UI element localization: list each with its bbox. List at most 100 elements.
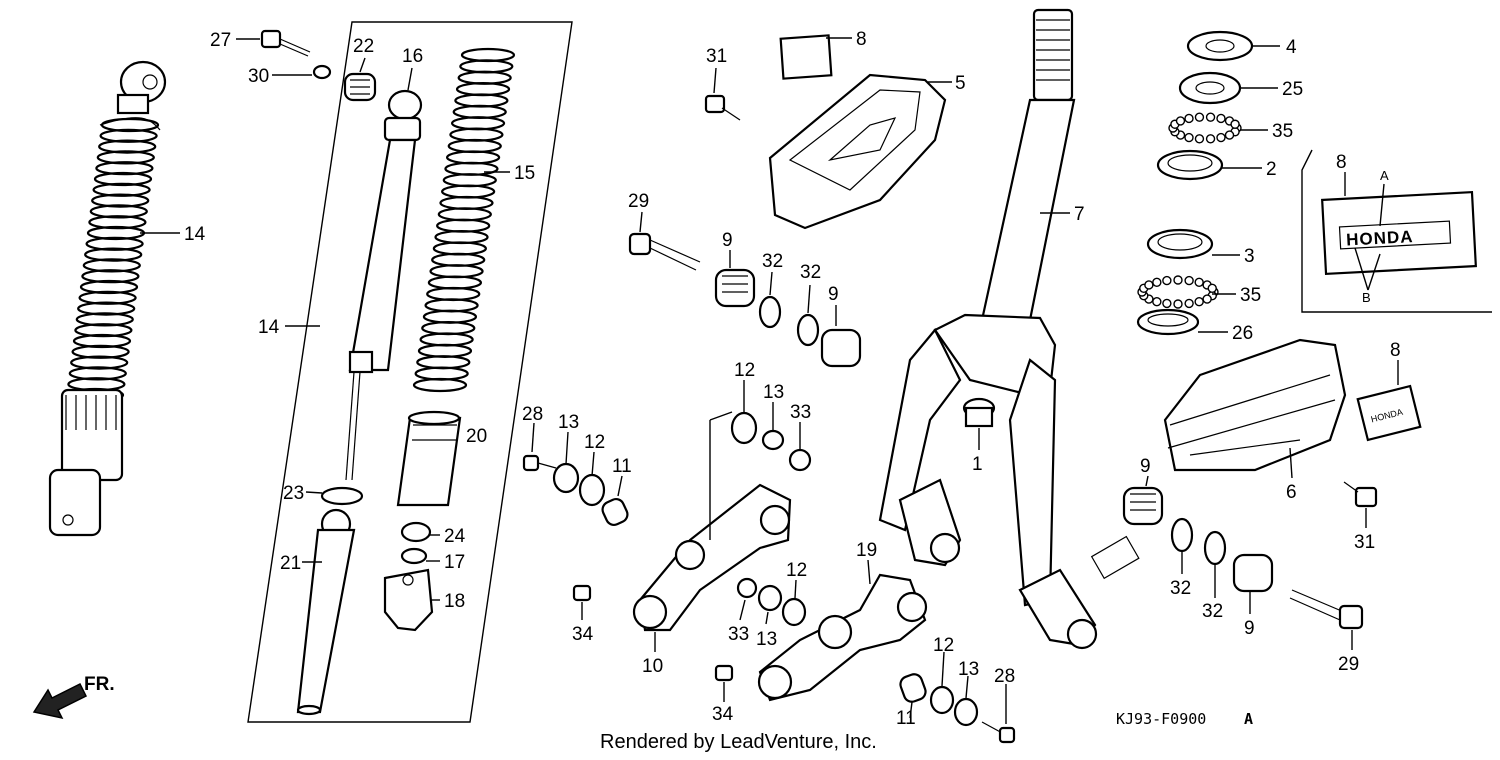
label-9-a: 9 <box>722 230 733 251</box>
label-24: 24 <box>444 526 466 547</box>
shim-32-a[interactable] <box>758 295 782 329</box>
grease-fitting-34-lower[interactable] <box>714 664 734 682</box>
label-20: 20 <box>466 426 487 447</box>
clevis-18[interactable] <box>383 568 434 632</box>
shim-32-b[interactable] <box>796 313 820 347</box>
diagram-code-suffix: A <box>1244 710 1253 728</box>
front-direction-label: FR. <box>84 674 115 695</box>
washer-12-c[interactable] <box>781 597 807 627</box>
bolt-27[interactable] <box>260 29 311 57</box>
spring-coil <box>416 355 471 370</box>
washer-23[interactable] <box>320 486 364 506</box>
label-34-lower: 34 <box>712 704 734 725</box>
link-arm-19[interactable] <box>757 573 928 702</box>
washer-13-d[interactable] <box>953 697 979 727</box>
race-26[interactable] <box>1136 308 1200 336</box>
bushing-9-c[interactable] <box>1122 486 1164 526</box>
washer-13-c[interactable] <box>757 584 783 612</box>
washer-13-a[interactable] <box>761 429 785 451</box>
ball-race-35-bottom[interactable] <box>1137 275 1219 309</box>
spring-coil <box>84 247 143 262</box>
spring-coil <box>414 366 469 381</box>
label-31-top: 31 <box>706 46 727 67</box>
spring-coil <box>457 70 512 85</box>
bolt-29-right[interactable] <box>1289 589 1364 630</box>
label-11-left: 11 <box>612 456 632 477</box>
ball-race-35-top[interactable] <box>1168 112 1242 144</box>
nut-25[interactable] <box>1178 71 1242 105</box>
label-13-b: 13 <box>558 412 579 433</box>
emblem-honda-large[interactable] <box>1321 190 1477 276</box>
spring-coil <box>426 286 481 302</box>
label-12-b: 12 <box>584 432 605 453</box>
washer-12-d[interactable] <box>929 685 955 715</box>
nut-33-a[interactable] <box>788 448 812 472</box>
link-arm-10[interactable] <box>632 483 792 632</box>
bushing-22[interactable] <box>343 72 377 102</box>
nut-24[interactable] <box>400 521 432 543</box>
bolt-29-left[interactable] <box>628 232 701 271</box>
label-19: 19 <box>856 540 877 561</box>
label-28-left: 28 <box>522 404 543 425</box>
bolt-28-lower[interactable] <box>981 721 1016 744</box>
grease-fitting-34-left[interactable] <box>572 584 592 602</box>
race-2[interactable] <box>1156 149 1224 181</box>
cover-5[interactable] <box>768 73 947 230</box>
callout-a: A <box>1380 168 1389 183</box>
washer-13-b[interactable] <box>552 462 580 494</box>
label-30: 30 <box>248 66 269 87</box>
label-16: 16 <box>402 46 423 67</box>
spring-coil <box>68 366 127 381</box>
nut-17[interactable] <box>400 547 428 565</box>
bearing-ball <box>1194 297 1204 307</box>
spring-coil <box>419 332 474 347</box>
spring-coil <box>70 355 129 370</box>
spring-coil <box>79 279 139 295</box>
race-3[interactable] <box>1146 228 1214 260</box>
tube-20[interactable] <box>396 410 462 507</box>
fork-tube-21[interactable] <box>296 508 356 716</box>
collar-11-left[interactable] <box>600 496 630 527</box>
bearing-ball <box>1184 132 1194 143</box>
washer-12-a[interactable] <box>730 411 758 445</box>
bushing-9-a[interactable] <box>714 268 756 308</box>
spring-coil <box>92 182 151 197</box>
spring-coil <box>429 264 484 279</box>
spring-coil <box>412 377 468 393</box>
bearing-ball <box>1162 298 1172 309</box>
bearing-ball <box>1205 112 1216 122</box>
bushing-9-b[interactable] <box>820 328 862 368</box>
label-18: 18 <box>444 591 465 612</box>
bearing-ball <box>1194 112 1205 122</box>
damper-16[interactable] <box>345 89 423 481</box>
bolt-31-right[interactable] <box>1343 481 1378 508</box>
label-7: 7 <box>1074 204 1085 225</box>
washer-12-b[interactable] <box>578 473 606 507</box>
shim-32-c[interactable] <box>1170 517 1194 553</box>
bolt-31-top[interactable] <box>704 94 741 121</box>
cover-6[interactable] <box>1163 338 1347 472</box>
label-6: 6 <box>1286 482 1297 503</box>
nut-33-b[interactable] <box>736 577 758 599</box>
shim-32-d[interactable] <box>1203 530 1227 566</box>
nut-4[interactable] <box>1186 30 1254 62</box>
bearing-ball <box>1224 130 1235 140</box>
bolt-28-left[interactable] <box>522 454 557 472</box>
label-12-d: 12 <box>933 635 954 656</box>
bushing-9-d[interactable] <box>1232 553 1274 593</box>
washer-30[interactable] <box>312 64 332 80</box>
collar-11-lower[interactable] <box>898 672 928 704</box>
steering-stem-7[interactable] <box>878 8 1140 650</box>
fork-assembly-outline <box>247 21 573 723</box>
emblem-8-right[interactable]: HONDA <box>1356 384 1422 442</box>
spring-coil <box>78 290 137 305</box>
emblem-8-top[interactable] <box>779 34 833 80</box>
spring-coil <box>91 193 150 208</box>
rear-shock-absorber[interactable] <box>48 60 167 537</box>
label-13-c: 13 <box>756 629 777 650</box>
label-33-a: 33 <box>790 402 811 423</box>
emblem-honda-text: HONDA <box>1346 227 1414 249</box>
label-33-b: 33 <box>728 624 749 645</box>
fork-spring-15[interactable] <box>412 47 516 393</box>
